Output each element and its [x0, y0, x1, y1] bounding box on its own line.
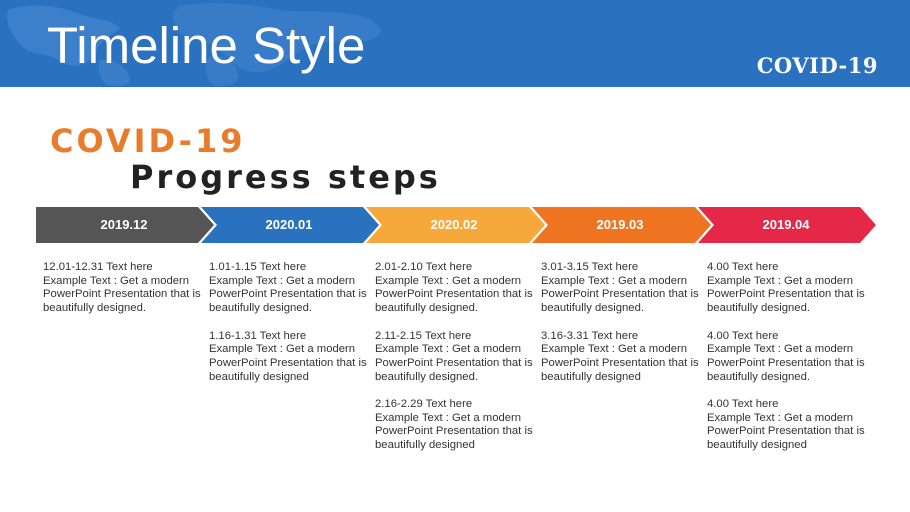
- entry-body: Example Text : Get a modern PowerPoint P…: [541, 343, 699, 383]
- world-map-graphic: [7, 3, 381, 87]
- slide-title: Timeline Style: [47, 17, 366, 74]
- entry-title: 2.01-2.10 Text here: [375, 261, 473, 273]
- section-subheading: Progress steps: [130, 158, 441, 196]
- entry-body: Example Text : Get a modern PowerPoint P…: [541, 274, 699, 315]
- entry-body: Example Text : Get a modern PowerPoint P…: [375, 274, 533, 315]
- entry-body: Example Text : Get a modern PowerPoint P…: [375, 343, 533, 383]
- header-banner: Timeline Style COVID-19: [0, 0, 910, 87]
- entry-title: 2.11-2.15 Text here: [375, 329, 472, 342]
- entry-title: 1.01-1.15 Text here: [209, 261, 307, 273]
- covid-badge: COVID-19: [756, 53, 878, 78]
- entry-body: Example Text : Get a modern PowerPoint P…: [209, 274, 367, 315]
- entry-title: 3.01-3.15 Text here: [541, 261, 639, 273]
- entry-body: Example Text : Get a modern PowerPoint P…: [375, 411, 533, 452]
- timeline-step-label-5: 2019.04: [762, 217, 810, 232]
- entry-title: 12.01-12.31 Text here: [43, 261, 153, 273]
- entry-body: Example Text : Get a modern PowerPoint P…: [707, 343, 865, 383]
- entry-title: 3.16-3.31 Text here: [541, 329, 639, 342]
- entry-title: 1.16-1.31 Text here: [209, 329, 307, 342]
- section-heading: COVID-19: [50, 122, 246, 160]
- timeline-step-label-1: 2019.12: [100, 217, 148, 232]
- entry-title: 2.16-2.29 Text here: [375, 398, 473, 410]
- entry-title: 4.00 Text here: [707, 329, 779, 342]
- entry-body: Example Text : Get a modern PowerPoint P…: [209, 343, 367, 383]
- entry-title: 4.00 Text here: [707, 398, 779, 410]
- timeline-step-label-3: 2020.02: [430, 217, 478, 232]
- timeline-step-label-4: 2019.03: [596, 217, 644, 232]
- entry-body: Example Text : Get a modern PowerPoint P…: [707, 411, 865, 452]
- entry-title: 4.00 Text here: [707, 261, 779, 273]
- entry-body: Example Text : Get a modern PowerPoint P…: [707, 274, 865, 315]
- entry-body: Example Text : Get a modern PowerPoint P…: [43, 274, 201, 315]
- timeline-step-label-2: 2020.01: [265, 217, 313, 232]
